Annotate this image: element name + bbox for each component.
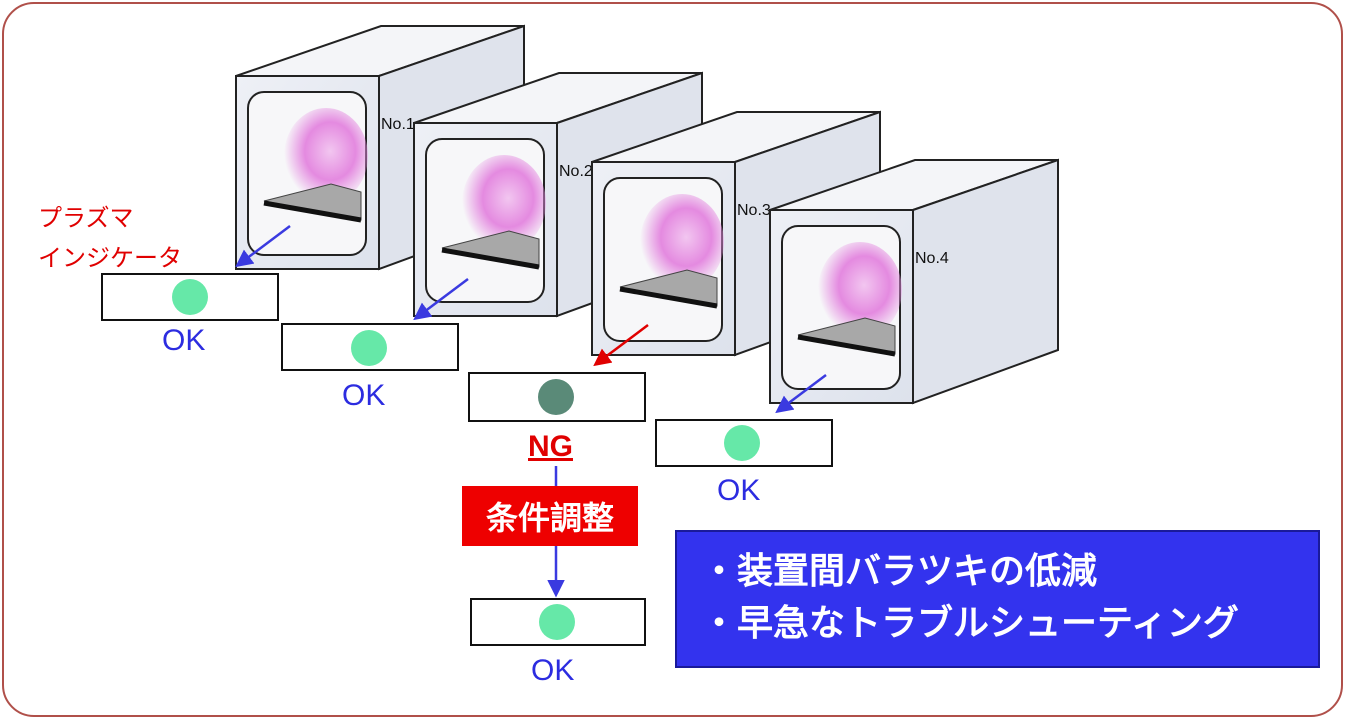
benefit-1: ・装置間バラツキの低減 [701, 551, 1098, 592]
chamber-label-no4: No.4 [915, 250, 949, 267]
ok-dot [724, 425, 760, 461]
arrow-no2 [413, 278, 469, 321]
benefits-box: ・装置間バラツキの低減 ・早急なトラブルシューティング [675, 530, 1320, 668]
chamber-label-no1: No.1 [381, 116, 415, 133]
arrow-no4 [775, 374, 827, 414]
indicator-after-adjust [470, 598, 646, 646]
ok-dot [539, 604, 575, 640]
indicator-no4 [655, 419, 833, 467]
indicator-no3 [468, 372, 646, 422]
indicator-no1 [101, 273, 279, 321]
adjustment-box: 条件調整 [462, 486, 638, 546]
result-no1: OK [162, 324, 206, 357]
indicator-label-line1: プラズマ [38, 204, 134, 232]
arrow-no1 [235, 225, 291, 268]
result-no2: OK [342, 379, 386, 412]
result-no3: NG [528, 430, 573, 463]
indicator-label-line2: インジケータ [38, 244, 182, 272]
arrow-no3 [593, 324, 649, 367]
ok-dot [351, 330, 387, 366]
indicator-no2 [281, 323, 459, 371]
ng-dot [538, 379, 574, 415]
result-no4: OK [717, 474, 761, 507]
chamber-label-no3: No.3 [737, 202, 771, 219]
benefit-2: ・早急なトラブルシューティング [701, 603, 1239, 644]
chamber-no4: No.4 [769, 158, 1059, 405]
ok-dot [172, 279, 208, 315]
chamber-label-no2: No.2 [559, 163, 593, 180]
result-after-adjust: OK [531, 654, 575, 687]
